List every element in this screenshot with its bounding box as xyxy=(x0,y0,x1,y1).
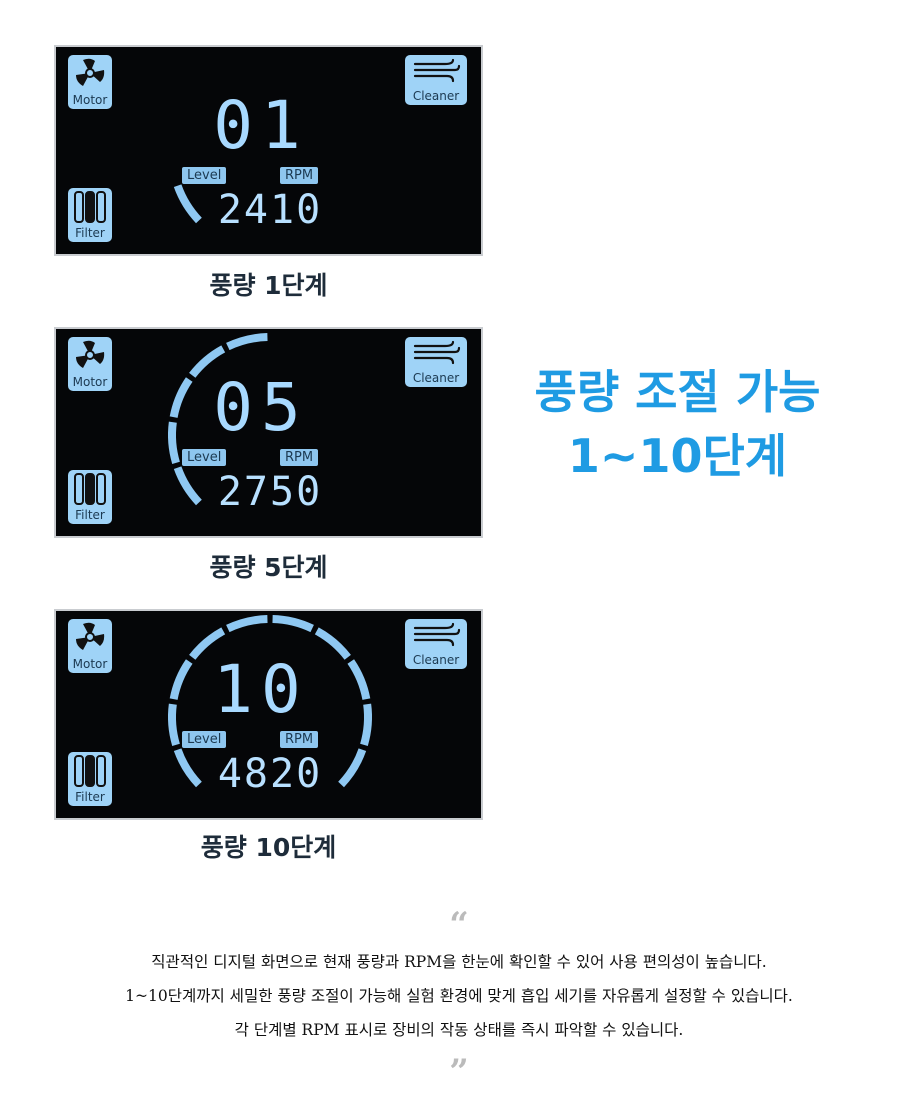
description-line: 직관적인 디지털 화면으로 현재 풍량과 RPM을 한눈에 확인할 수 있어 사… xyxy=(151,953,767,971)
level-arc-segment xyxy=(173,748,202,788)
rpm-readout: 4820 xyxy=(217,751,323,797)
cleaner-badge: Cleaner xyxy=(405,337,467,387)
wind-icon xyxy=(413,622,461,647)
filter-badge: Filter xyxy=(68,188,112,242)
level-arc-segment xyxy=(169,659,193,700)
lcd-panel: Motor Filter Cleaner 10 Level RPM 4820 xyxy=(54,609,483,820)
fan-icon xyxy=(76,58,105,86)
filter-badge: Filter xyxy=(68,470,112,524)
filter-badge: Filter xyxy=(68,752,112,806)
rpm-tag: RPM xyxy=(280,731,319,748)
hero-heading: 풍량 조절 가능 1~10단계 xyxy=(510,360,845,488)
level-arc-segment xyxy=(360,703,372,746)
level-arc-segment xyxy=(168,703,180,746)
motor-badge: Motor xyxy=(68,619,112,673)
rpm-tag: RPM xyxy=(280,449,319,466)
filter-icon xyxy=(74,755,106,787)
lcd-panel: Motor Filter Cleaner 05 Level RPM 2750 xyxy=(54,327,483,538)
filter-label: Filter xyxy=(75,508,105,522)
level-readout: 01 xyxy=(213,87,309,164)
level-tag: Level xyxy=(182,449,227,466)
level-arc-segment xyxy=(173,466,202,506)
motor-label: Motor xyxy=(72,93,108,107)
rpm-readout: 2750 xyxy=(217,469,323,515)
level-caption: 풍량 10단계 xyxy=(200,833,337,862)
filter-label: Filter xyxy=(75,226,105,240)
cleaner-badge: Cleaner xyxy=(405,619,467,669)
level-arc-segment xyxy=(347,659,371,700)
level-arc-segment xyxy=(189,627,226,660)
rpm-tag: RPM xyxy=(280,167,319,184)
level-tag: Level xyxy=(182,731,227,748)
wind-icon xyxy=(413,58,461,83)
level-arc-segment xyxy=(189,345,226,378)
cleaner-badge: Cleaner xyxy=(405,55,467,105)
description-line: 1~10단계까지 세밀한 풍량 조절이 가능해 실험 환경에 맞게 흡입 세기를… xyxy=(125,987,793,1005)
level-arc-segment xyxy=(314,627,351,660)
level-arc xyxy=(168,333,268,506)
level-arc-segment xyxy=(169,377,193,418)
open-quote-icon: “ xyxy=(449,905,469,945)
cleaner-label: Cleaner xyxy=(412,89,460,103)
level-arc-segment xyxy=(226,333,268,351)
level-arc-segment xyxy=(173,184,202,224)
level-arc-segment xyxy=(226,615,268,633)
filter-icon xyxy=(74,473,106,505)
level-arc xyxy=(168,615,372,788)
level-caption: 풍량 5단계 xyxy=(209,553,328,582)
rpm-readout: 2410 xyxy=(217,187,323,233)
cleaner-label: Cleaner xyxy=(412,653,460,667)
motor-label: Motor xyxy=(72,657,108,671)
cleaner-label: Cleaner xyxy=(412,371,460,385)
filter-icon xyxy=(74,191,106,223)
level-readout: 05 xyxy=(213,369,309,446)
close-quote-icon: ” xyxy=(449,1052,469,1092)
fan-icon xyxy=(76,622,105,650)
lcd-panel: Motor Filter Cleaner 01 Level RPM 2410 xyxy=(54,45,483,256)
hero-line-2: 1~10단계 xyxy=(567,429,788,483)
level-tag: Level xyxy=(182,167,227,184)
level-arc xyxy=(173,184,202,224)
motor-badge: Motor xyxy=(68,55,112,109)
level-arc-segment xyxy=(272,615,314,633)
wind-icon xyxy=(413,340,461,365)
fan-icon xyxy=(76,340,105,368)
filter-label: Filter xyxy=(75,790,105,804)
level-caption: 풍량 1단계 xyxy=(209,271,328,300)
description-line: 각 단계별 RPM 표시로 장비의 작동 상태를 즉시 파악할 수 있습니다. xyxy=(234,1021,684,1039)
motor-badge: Motor xyxy=(68,337,112,391)
level-readout: 10 xyxy=(213,651,309,728)
level-arc-segment xyxy=(168,421,180,464)
description: 직관적인 디지털 화면으로 현재 풍량과 RPM을 한눈에 확인할 수 있어 사… xyxy=(0,945,918,1047)
level-arc-segment xyxy=(338,748,367,788)
hero-line-1: 풍량 조절 가능 xyxy=(534,365,821,419)
motor-label: Motor xyxy=(72,375,108,389)
